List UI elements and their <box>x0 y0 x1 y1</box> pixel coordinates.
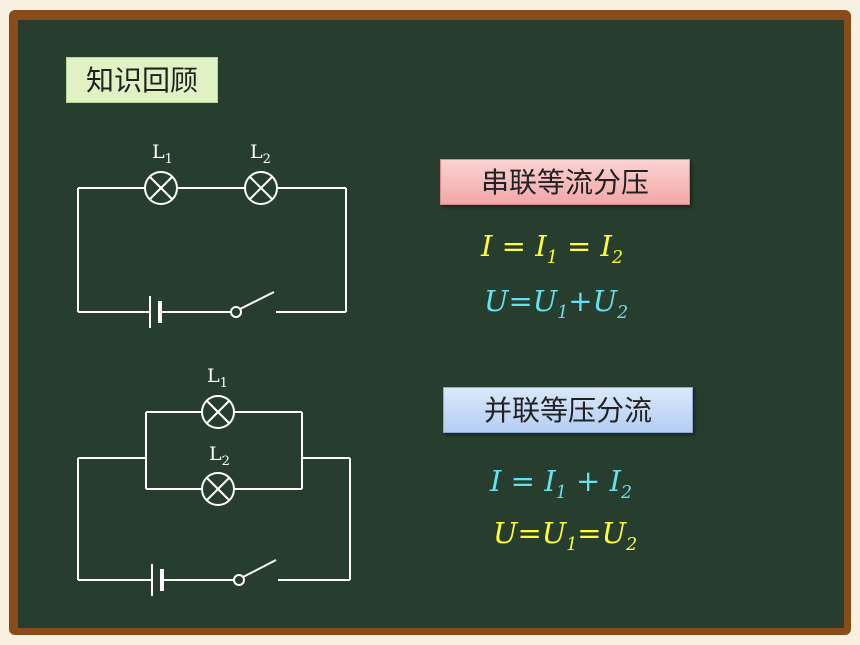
series-lamp-2-cross-b <box>249 176 273 200</box>
series-lamp-2 <box>244 171 278 205</box>
series-lamp-1-label: L1 <box>152 141 173 167</box>
series-circuit <box>77 171 347 328</box>
series-current-formula: I = I1 = I2 <box>481 229 624 268</box>
parallel-lamp-1-label: L1 <box>207 365 228 391</box>
parallel-lamp-1-cross-b <box>206 400 230 424</box>
parallel-circuit <box>77 395 351 596</box>
parallel-switch-lever <box>242 559 277 578</box>
chalkboard <box>18 20 844 628</box>
parallel-lamp-1 <box>201 395 235 429</box>
parallel-current-formula: I = I1 + I2 <box>490 464 633 503</box>
parallel-lamp-2-cross-b <box>206 477 230 501</box>
series-voltage-formula: U=U1+U2 <box>484 284 629 323</box>
series-heading: 串联等流分压 <box>440 159 690 205</box>
parallel-switch-pivot <box>233 574 245 586</box>
series-switch-pivot <box>230 306 242 318</box>
series-lamp-1 <box>144 171 178 205</box>
page-title: 知识回顾 <box>66 57 218 103</box>
parallel-voltage-formula: U=U1=U2 <box>493 516 638 555</box>
parallel-heading: 并联等压分流 <box>443 387 693 433</box>
series-switch-lever <box>239 291 275 310</box>
series-lamp-2-label: L2 <box>250 141 271 167</box>
parallel-lamp-2 <box>201 472 235 506</box>
parallel-lamp-2-label: L2 <box>209 443 230 469</box>
series-lamp-1-cross-b <box>149 176 173 200</box>
